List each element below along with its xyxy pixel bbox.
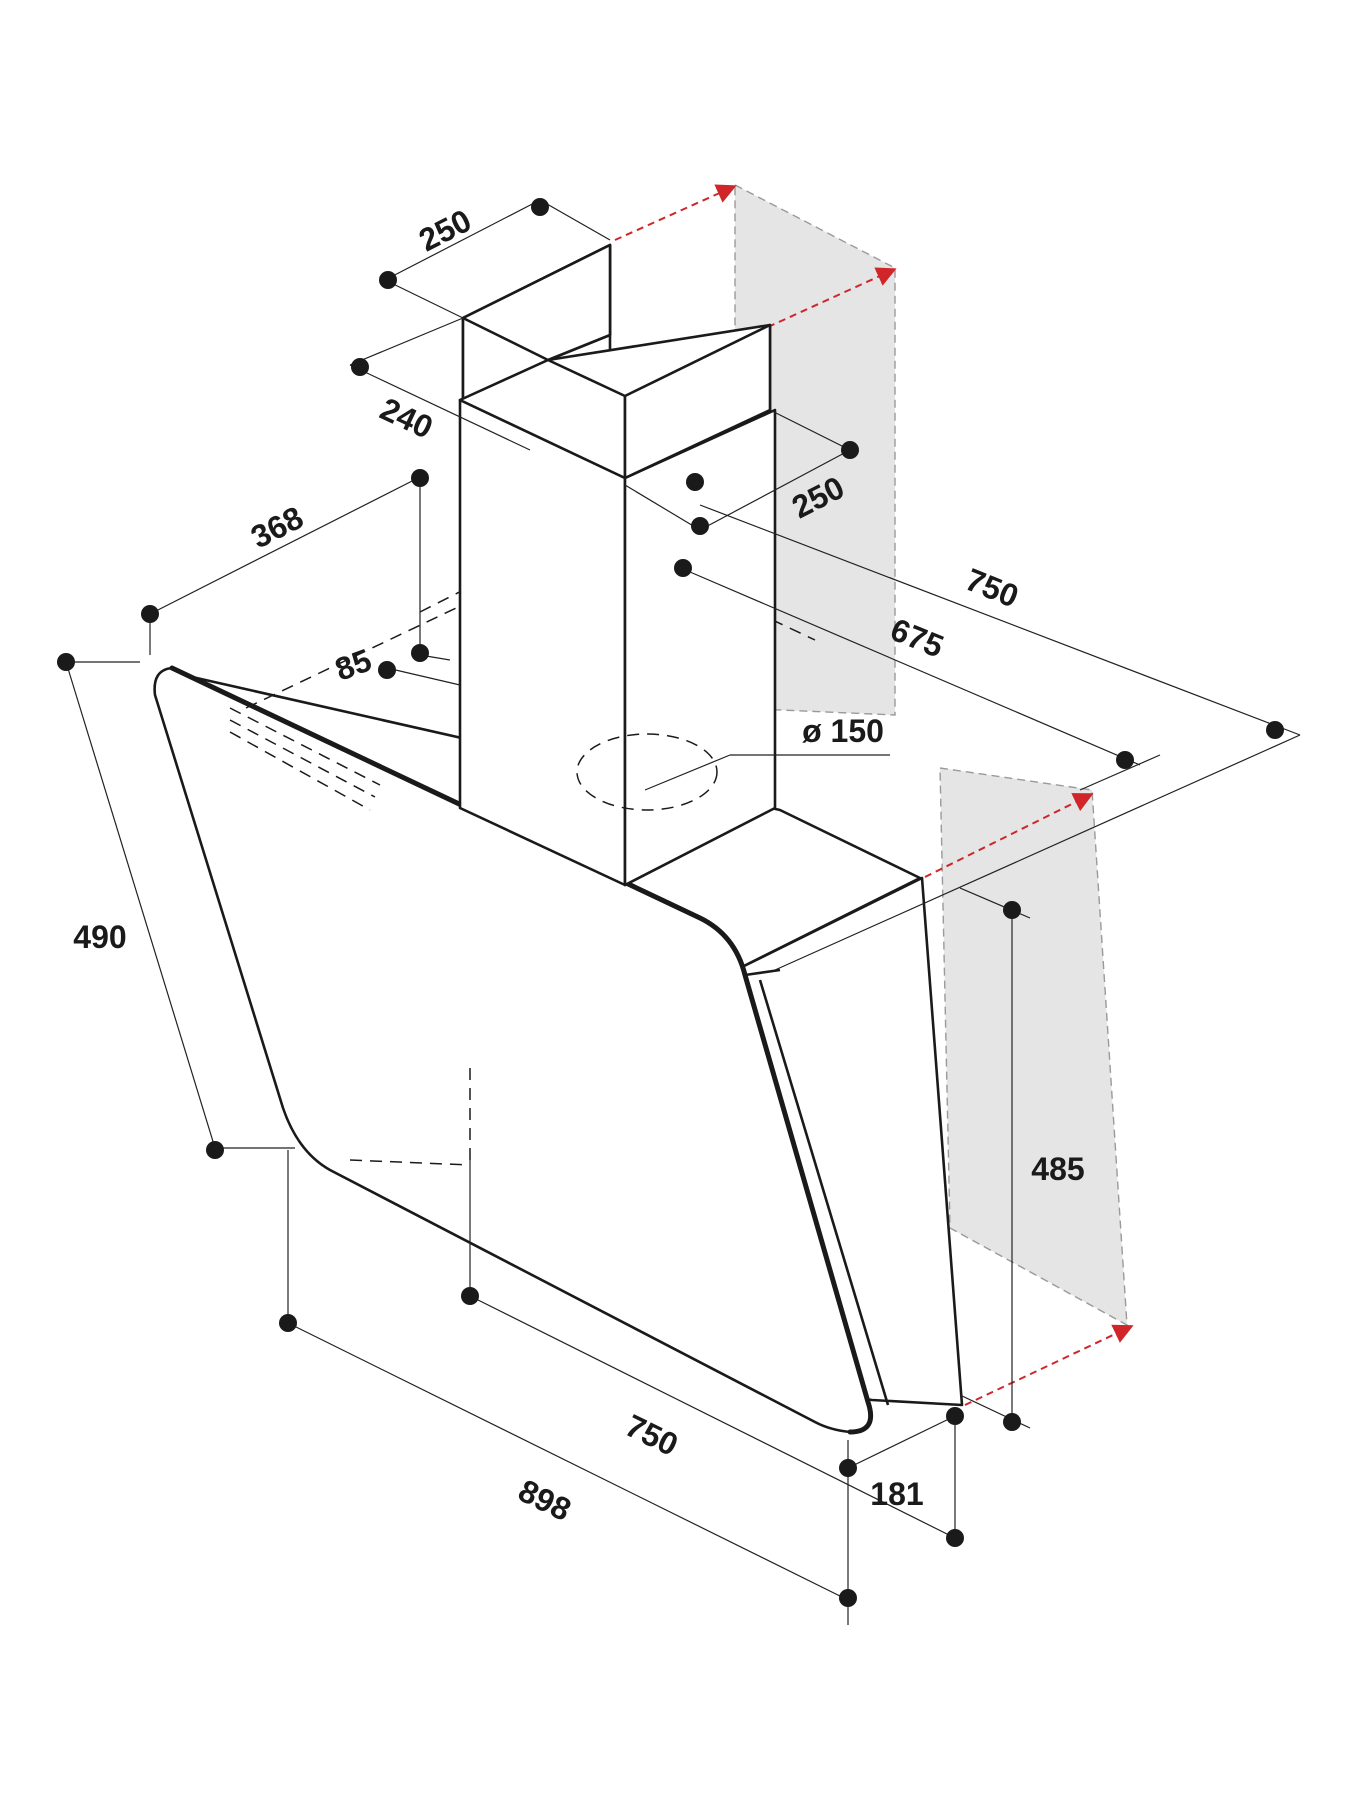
hood-glass-edge	[169, 665, 874, 1435]
arrow-top-right	[767, 267, 897, 328]
glass-inner-edge	[758, 979, 890, 1406]
label-chimney-depth: 240	[375, 390, 439, 445]
label-panel-height: 490	[73, 919, 126, 955]
arrow-bottom-right	[964, 1324, 1134, 1406]
label-width-total: 750	[961, 561, 1024, 614]
label-total-depth: 898	[513, 1472, 577, 1528]
label-bottom-depth: 181	[870, 1476, 923, 1512]
chimney-side-face	[623, 408, 777, 887]
arrow-top-left	[614, 184, 737, 241]
label-wall-height: 485	[1031, 1151, 1084, 1187]
label-chimney-width-top: 250	[413, 202, 477, 258]
hidden-front-stripe-2	[229, 719, 376, 798]
label-width-inner: 675	[886, 611, 949, 664]
dimension-lines	[65, 199, 1301, 1625]
mounting-arrows	[614, 184, 1134, 1406]
label-outlet-diameter: ø 150	[802, 713, 884, 749]
hidden-front-stripe-1	[229, 707, 381, 786]
chimney	[458, 243, 777, 887]
outlet-circle	[576, 733, 718, 811]
chimney-back	[461, 243, 612, 362]
chimney-front-face	[458, 398, 627, 887]
arrow-mid-right	[924, 793, 1094, 878]
label-offset: 85	[330, 642, 376, 688]
label-top-depth: 368	[245, 499, 309, 555]
glass-corner	[744, 968, 781, 977]
label-bottom-width: 750	[620, 1407, 684, 1463]
hidden-panel-horizontal	[349, 1159, 471, 1166]
hidden-front-stripe-3	[229, 731, 371, 811]
lower-wall-panel	[939, 767, 1128, 1327]
dimension-dots	[57, 198, 1284, 1607]
